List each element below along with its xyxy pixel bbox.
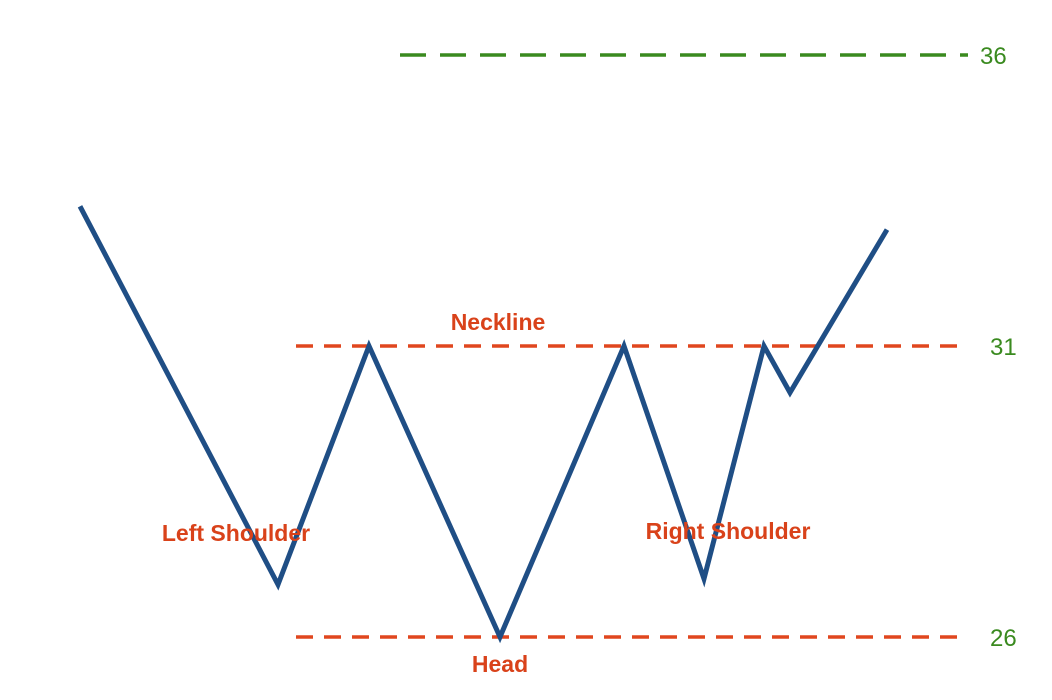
level-label-26: 26	[990, 625, 1017, 652]
right-shoulder-label: Right Shoulder	[646, 518, 811, 544]
left-shoulder-label: Left Shoulder	[162, 520, 310, 546]
level-label-36: 36	[980, 43, 1007, 70]
price-series-line	[77, 205, 890, 644]
head-label: Head	[472, 651, 528, 677]
neckline-label: Neckline	[451, 309, 546, 335]
level-label-31: 31	[990, 334, 1017, 361]
